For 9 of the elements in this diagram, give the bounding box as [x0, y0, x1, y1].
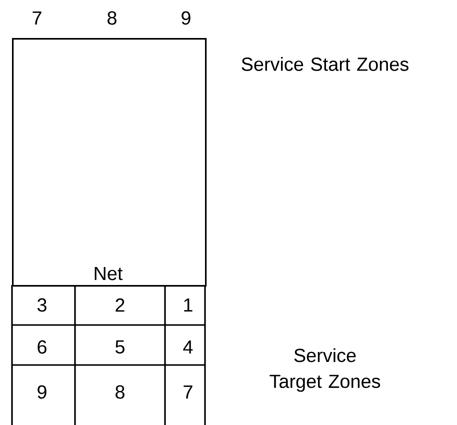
zone-number: 6 — [38, 340, 46, 354]
zone-number: 5 — [116, 340, 124, 354]
zone-number: 4 — [183, 340, 193, 354]
zone-number: 7 — [184, 386, 192, 398]
court-box: Net — [12, 38, 207, 287]
zone-number: 9 — [38, 385, 46, 399]
zone-caption: Service Target Zones — [270, 348, 380, 392]
zone-caption: Service Start Zones — [242, 57, 408, 71]
zone-number: 8 — [116, 385, 124, 399]
